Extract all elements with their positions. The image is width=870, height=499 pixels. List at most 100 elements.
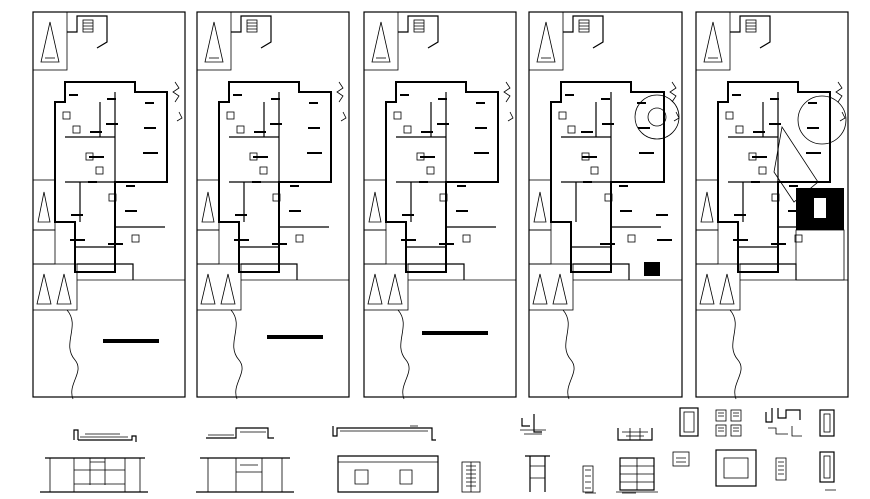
- entry-stair-treads: [746, 22, 756, 30]
- triangle-box-bottom: [695, 263, 741, 311]
- triangle-box-bottom: [528, 263, 574, 311]
- triangle-box-bottom: [196, 263, 242, 311]
- house-outline: [218, 81, 332, 273]
- mid-triangle-icon: [368, 191, 382, 223]
- fixture-icon: [403, 125, 412, 134]
- mid-triangle-icon: [37, 191, 51, 223]
- room-label-mark: [108, 243, 123, 245]
- fixture-icon: [295, 234, 304, 243]
- room-label-mark: [125, 210, 137, 212]
- double-triangle-icon: [200, 273, 236, 305]
- fixture-icon: [393, 111, 402, 120]
- floor-plan-1: [32, 11, 186, 400]
- mid-triangle-icon: [201, 191, 215, 223]
- room-label-mark: [639, 152, 654, 154]
- fixture-icon: [794, 234, 803, 243]
- porch-outline: [573, 263, 630, 280]
- round-patio-icon: [797, 95, 847, 145]
- furniture-block: [644, 262, 660, 276]
- room-label-mark: [272, 243, 287, 245]
- fixture-icon: [725, 111, 734, 120]
- room-label-mark: [457, 185, 466, 187]
- room-label-mark: [771, 243, 786, 245]
- room-label-mark: [565, 94, 574, 96]
- room-label-mark: [637, 102, 646, 104]
- room-label-mark: [581, 131, 593, 133]
- room-label-mark: [143, 152, 158, 154]
- garden-path-curve: [66, 309, 79, 400]
- hatched-terrace: [773, 125, 819, 203]
- entry-stair-treads: [579, 22, 589, 30]
- round-patio-icon: [634, 94, 680, 140]
- garden-path-curve: [729, 309, 742, 400]
- room-label-mark: [69, 94, 78, 96]
- detail-stair: [715, 408, 802, 487]
- entry-stair-treads: [414, 22, 424, 30]
- room-label-mark: [308, 127, 320, 129]
- fixture-icon: [62, 111, 71, 120]
- room-label-mark: [582, 156, 597, 158]
- plant-icon: [172, 81, 183, 122]
- plant-icon: [835, 81, 846, 122]
- room-label-mark: [71, 214, 83, 216]
- room-label-mark: [307, 152, 322, 154]
- room-label-mark: [233, 94, 242, 96]
- entry-block: [563, 15, 604, 49]
- room-label-mark: [475, 127, 487, 129]
- room-label-mark: [476, 102, 485, 104]
- fixture-icon: [581, 152, 590, 161]
- house-outline: [550, 81, 665, 273]
- room-label-mark: [234, 239, 249, 241]
- pool-table-icon: [814, 198, 826, 218]
- room-label-mark: [600, 243, 615, 245]
- triangle-box-top: [695, 11, 731, 71]
- room-label-mark: [789, 185, 798, 187]
- room-label-mark: [235, 214, 247, 216]
- double-triangle-icon: [36, 273, 72, 305]
- entry-stair-treads: [247, 22, 257, 30]
- fixture-icon: [236, 125, 245, 134]
- triangle-box-top: [32, 11, 68, 71]
- fixture-icon: [108, 193, 117, 202]
- room-label-mark: [807, 127, 819, 129]
- room-label-mark: [309, 102, 318, 104]
- room-label-mark: [420, 156, 435, 158]
- floor-plan-2: [196, 11, 350, 400]
- porch-outline: [241, 263, 298, 280]
- fixture-icon: [627, 234, 636, 243]
- room-label-mark: [419, 181, 428, 183]
- garden-path-curve: [562, 309, 575, 400]
- room-label-mark: [144, 127, 156, 129]
- detail-door: [616, 428, 658, 493]
- detail-plan: [819, 409, 835, 483]
- floor-plan-sheets: [32, 11, 849, 400]
- fixture-icon: [758, 166, 767, 175]
- room-label-mark: [253, 156, 268, 158]
- plan-title-bar: [103, 339, 159, 343]
- room-label-mark: [753, 131, 765, 133]
- porch-outline: [77, 263, 134, 280]
- room-label-mark: [145, 102, 154, 104]
- room-label-mark: [751, 181, 760, 183]
- room-label-mark: [732, 94, 741, 96]
- triangle-box-top: [363, 11, 399, 71]
- house-outline: [385, 81, 499, 273]
- room-label-mark: [752, 156, 767, 158]
- north-triangle-icon: [371, 21, 391, 63]
- fixture-icon: [426, 166, 435, 175]
- round-table-icon: [647, 107, 667, 127]
- room-label-mark: [806, 152, 821, 154]
- double-triangle-icon: [367, 273, 403, 305]
- entry-block: [67, 15, 108, 49]
- plant-icon: [503, 81, 514, 122]
- room-label-mark: [656, 214, 668, 216]
- room-label-mark: [254, 131, 266, 133]
- fixture-icon: [604, 193, 613, 202]
- room-label-mark: [107, 98, 116, 100]
- double-triangle-icon: [532, 273, 568, 305]
- north-triangle-icon: [40, 21, 60, 63]
- fixture-icon: [558, 111, 567, 120]
- room-label-mark: [808, 102, 817, 104]
- detail-scale-marks: [585, 489, 836, 494]
- triangle-box-top: [196, 11, 232, 71]
